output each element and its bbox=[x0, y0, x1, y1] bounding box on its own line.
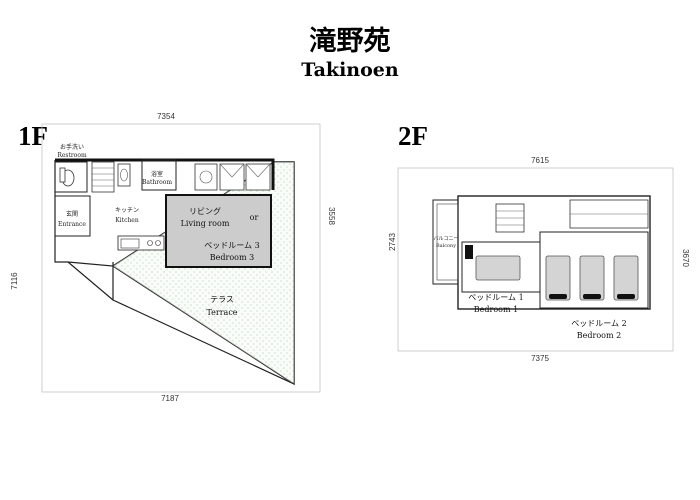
bedroom2-label-en: Bedroom 2 bbox=[577, 331, 621, 340]
bedroom1-bed bbox=[475, 255, 521, 281]
restroom-label-en: Restroom bbox=[57, 152, 87, 159]
bedroom1-label-jp: ベッドルーム 1 bbox=[468, 293, 523, 302]
bedroom2-room bbox=[539, 231, 649, 309]
bedroom2-bed-1 bbox=[545, 255, 571, 301]
bedroom3-label-jp: ベッドルーム 3 bbox=[204, 241, 259, 250]
stairs bbox=[91, 161, 115, 193]
2f-dim-top: 7615 bbox=[531, 156, 549, 165]
restroom-label-jp: お手洗い bbox=[60, 143, 84, 151]
floor-label-2f: 2F bbox=[398, 121, 428, 151]
1f-dim-right: 3558 bbox=[327, 207, 336, 225]
bathroom-label-jp: 浴室 bbox=[151, 170, 163, 178]
pillow-3 bbox=[617, 294, 635, 299]
bedroom2-bed-2 bbox=[579, 255, 605, 301]
balcony-area bbox=[432, 199, 459, 285]
1f-dim-left: 7116 bbox=[10, 272, 19, 290]
balcony-label-en: Balcony bbox=[436, 243, 456, 249]
pillow-2 bbox=[583, 294, 601, 299]
restroom-room bbox=[54, 161, 88, 193]
1f-dim-top: 7354 bbox=[157, 112, 175, 121]
2f-dim-bottom: 7375 bbox=[531, 354, 549, 363]
terrace-label-jp: テラス bbox=[210, 295, 234, 304]
washbasin bbox=[117, 163, 131, 187]
bedroom3-label-en: Bedroom 3 bbox=[210, 253, 254, 262]
toilet-tank bbox=[59, 167, 66, 183]
terrace-label-en: Terrace bbox=[206, 308, 237, 317]
title-english: Takinoen bbox=[301, 59, 399, 81]
or-label: or bbox=[250, 213, 259, 222]
2f-dim-left: 2743 bbox=[388, 233, 397, 251]
bedroom2-label-jp: ベッドルーム 2 bbox=[571, 319, 626, 328]
bedroom2-bed-3 bbox=[613, 255, 639, 301]
1f-building-walls bbox=[55, 158, 275, 190]
2f-dimension-frame bbox=[397, 167, 674, 352]
1f-dimension-frame bbox=[41, 123, 321, 393]
kitchen-counter bbox=[117, 235, 165, 251]
living-label-jp: リビング bbox=[189, 206, 221, 216]
floor-label-1f: 1F bbox=[18, 121, 48, 151]
washing-machine bbox=[194, 163, 218, 191]
stove-burner-2 bbox=[155, 240, 161, 246]
entrance-area bbox=[54, 195, 91, 237]
bathroom-room bbox=[141, 159, 177, 191]
1f-lower-wall bbox=[54, 160, 295, 385]
2f-dim-right: 3670 bbox=[681, 249, 690, 267]
1f-dim-bottom: 7187 bbox=[161, 394, 179, 403]
living-bedroom3-room bbox=[165, 194, 272, 268]
kitchen-label-jp: キッチン bbox=[115, 207, 139, 214]
pillow-1 bbox=[549, 294, 567, 299]
balcony-label-jp: バルコニー bbox=[434, 236, 459, 242]
bedroom1-desk bbox=[465, 245, 473, 259]
stove-burner-1 bbox=[147, 240, 153, 246]
sink bbox=[120, 238, 140, 249]
entrance-label-en: Entrance bbox=[58, 221, 86, 228]
bedroom1-label-en: Bedroom 1 bbox=[474, 305, 518, 314]
title-japanese: 滝野苑 bbox=[310, 26, 391, 57]
bathroom-label-en: Bathroom bbox=[142, 179, 172, 186]
entrance-label-jp: 玄関 bbox=[66, 210, 78, 218]
1f-diagonal-wall bbox=[67, 261, 114, 301]
living-label-en: Living room bbox=[181, 219, 230, 228]
kitchen-label-en: Kitchen bbox=[115, 217, 139, 224]
